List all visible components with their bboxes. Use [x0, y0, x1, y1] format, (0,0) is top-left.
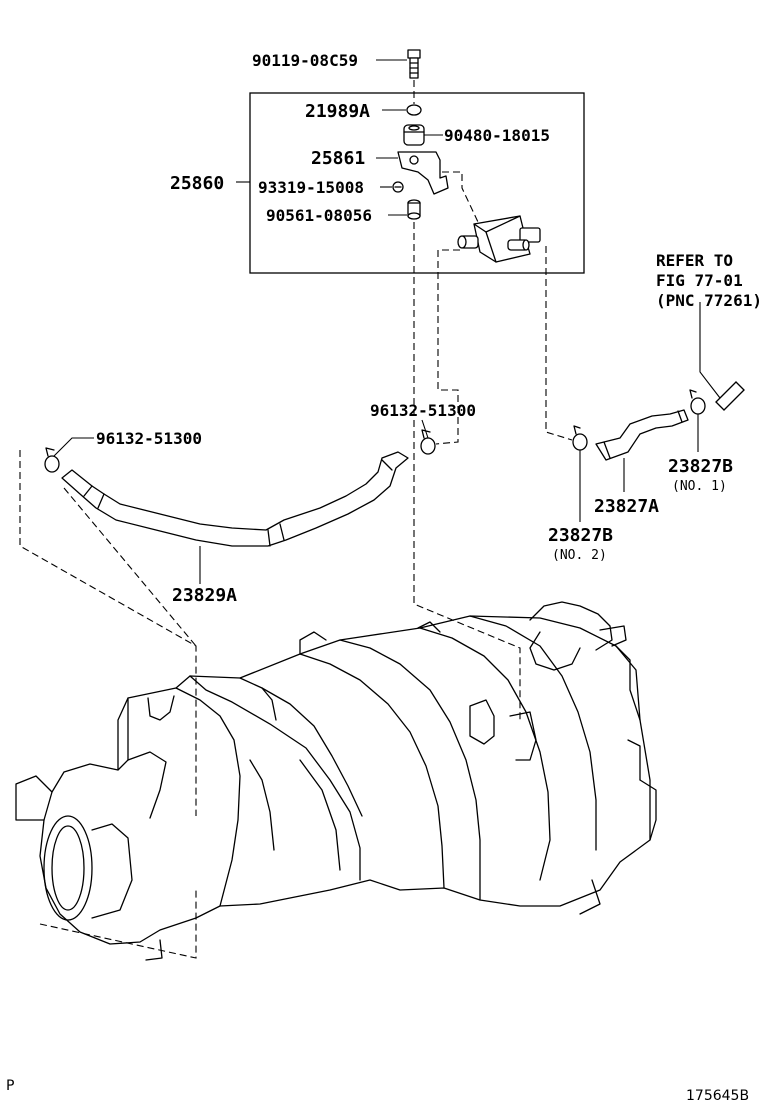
clamp-23827b-no2[interactable] — [572, 425, 588, 451]
footer-left-mark: P — [6, 1078, 14, 1094]
label-93319-15008[interactable]: 93319-15008 — [258, 178, 364, 197]
label-25861[interactable]: 25861 — [311, 148, 365, 169]
label-21989a[interactable]: 21989A — [305, 101, 370, 122]
label-96132-51300-left[interactable]: 96132-51300 — [96, 429, 202, 448]
label-23829a[interactable]: 23829A — [172, 585, 237, 606]
cushion-part[interactable] — [403, 124, 425, 146]
refer-line-2: FIG 77-01 — [656, 271, 743, 290]
label-90480-18015[interactable]: 90480-18015 — [444, 126, 550, 145]
label-23827b-no2[interactable]: 23827B — [548, 525, 613, 546]
refer-line-1: REFER TO — [656, 251, 733, 270]
clamp-96132-left[interactable] — [44, 447, 60, 473]
bracket-part[interactable] — [397, 151, 449, 195]
reference-pipe — [715, 381, 745, 411]
label-23827a[interactable]: 23827A — [594, 496, 659, 517]
hose-23827a[interactable] — [595, 409, 689, 461]
bolt-part[interactable] — [407, 49, 421, 79]
screw-part[interactable] — [392, 181, 404, 193]
clamp-96132-right[interactable] — [420, 429, 436, 455]
label-90561-08056[interactable]: 90561-08056 — [266, 206, 372, 225]
label-no2: (NO. 2) — [552, 548, 607, 563]
label-23827b-no1[interactable]: 23827B — [668, 456, 733, 477]
figure-id: 175645B — [686, 1088, 749, 1104]
hose-23829a[interactable] — [61, 451, 409, 547]
intake-manifold — [15, 601, 657, 961]
clamp-23827b-no1[interactable] — [689, 389, 706, 415]
washer-part[interactable] — [406, 104, 422, 116]
label-25860[interactable]: 25860 — [170, 173, 224, 194]
label-96132-51300-right[interactable]: 96132-51300 — [370, 401, 476, 420]
assembly-box-25860 — [249, 92, 585, 274]
label-90119-08c59[interactable]: 90119-08C59 — [252, 51, 358, 70]
refer-line-3: (PNC 77261) — [656, 291, 760, 310]
collar-part[interactable] — [407, 199, 421, 220]
vsv-valve[interactable] — [457, 215, 541, 263]
label-no1: (NO. 1) — [672, 479, 727, 494]
